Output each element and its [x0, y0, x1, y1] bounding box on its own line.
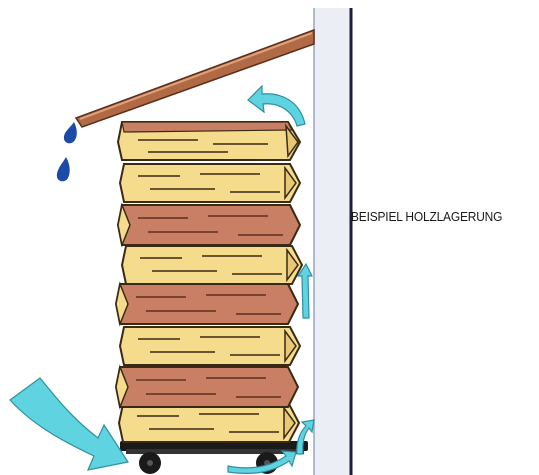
wall [314, 8, 351, 475]
diagram-caption: BEISPIEL HOLZLAGERUNG [351, 209, 522, 224]
log-stack [116, 122, 302, 442]
water-drop-icon [57, 122, 77, 181]
roof-board [76, 30, 314, 127]
